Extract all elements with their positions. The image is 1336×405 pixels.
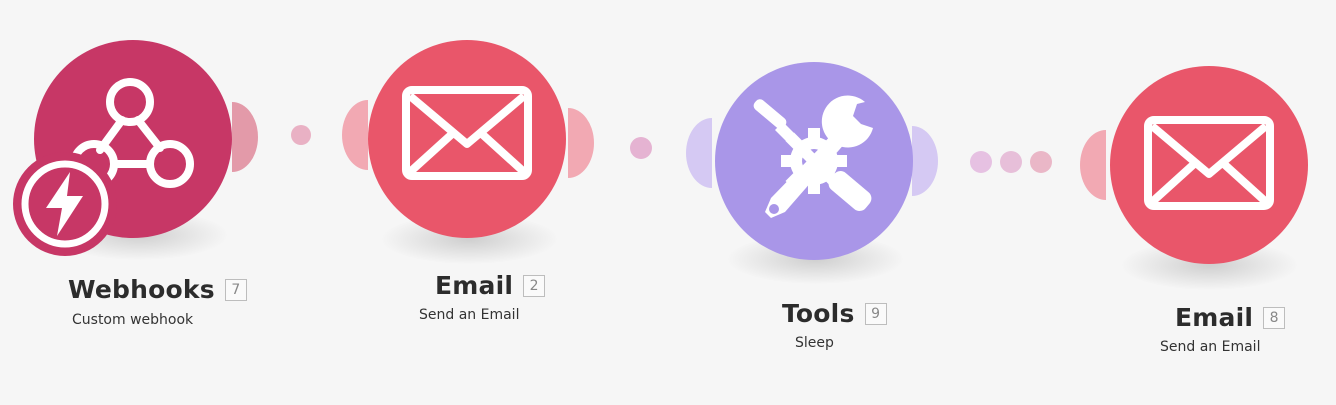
module-email-8[interactable] <box>1110 66 1308 264</box>
module-id-badge: 9 <box>864 302 887 325</box>
module-id-badge: 8 <box>1263 306 1286 329</box>
connector-email-8-in[interactable] <box>1066 130 1116 200</box>
route-dot <box>630 137 652 159</box>
instant-trigger-bolt-icon <box>46 172 83 236</box>
module-action: Custom webhook <box>72 312 194 328</box>
module-email-2[interactable] <box>368 40 566 238</box>
module-id-badge: 2 <box>523 274 546 297</box>
connector-tools-in[interactable] <box>672 118 722 188</box>
module-action: Send an Email <box>1160 339 1261 355</box>
route-dot <box>1030 151 1052 173</box>
connector-email-2-out[interactable] <box>558 108 610 178</box>
module-title: Webhooks <box>68 275 215 304</box>
module-title: Email <box>435 271 514 300</box>
module-id-badge: 7 <box>224 278 247 301</box>
envelope-icon <box>1144 116 1274 210</box>
connector-email-2-in[interactable] <box>328 100 378 170</box>
module-title: Tools <box>782 299 855 328</box>
instant-trigger-badge[interactable] <box>13 152 117 256</box>
module-tools-title-row: Tools 9 <box>782 299 887 328</box>
connector-webhooks-out[interactable] <box>222 102 274 172</box>
connector-tools-out[interactable] <box>902 126 954 196</box>
route-dot <box>291 125 311 145</box>
module-action: Send an Email <box>419 307 520 323</box>
module-email-2-title-row: Email 2 <box>435 271 546 300</box>
module-action: Sleep <box>795 335 834 351</box>
envelope-icon <box>402 86 532 180</box>
module-email-8-title-row: Email 8 <box>1175 303 1286 332</box>
route-dot <box>970 151 992 173</box>
module-title: Email <box>1175 303 1254 332</box>
module-tools[interactable] <box>715 62 913 260</box>
module-webhooks-title-row: Webhooks 7 <box>68 275 247 304</box>
route-dot <box>1000 151 1022 173</box>
